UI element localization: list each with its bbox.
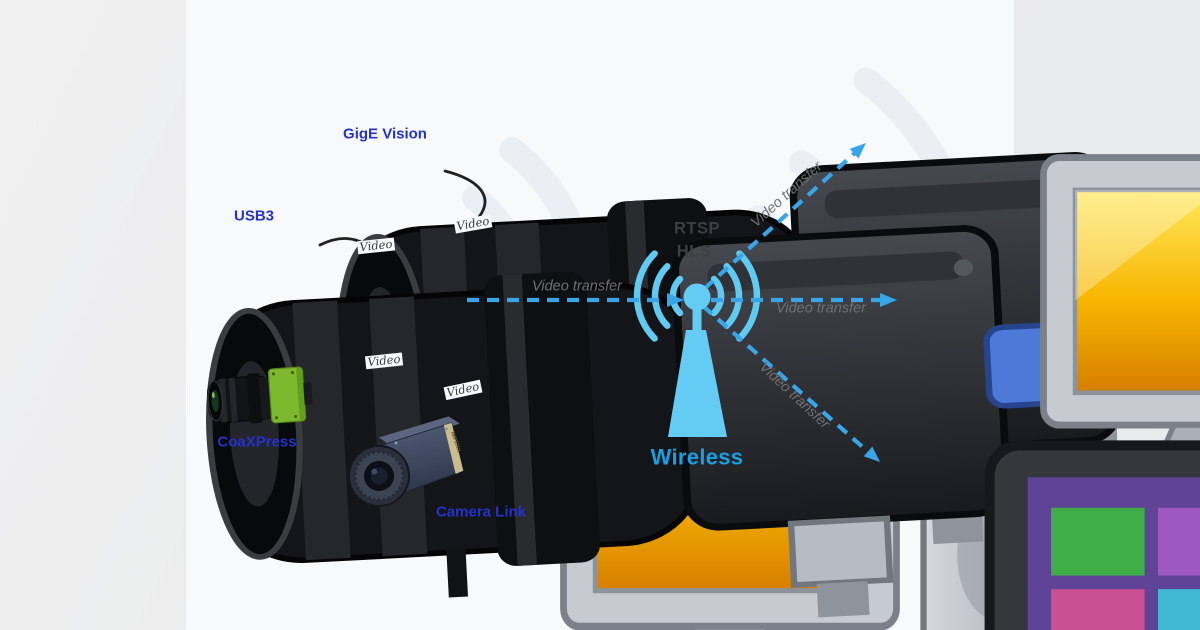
label-uplink-video-transfer: Video transfer — [531, 278, 623, 295]
camera-link-camera-icon: IMPERX — [348, 416, 464, 507]
label-protocol-rtsp: RTSP — [673, 219, 721, 238]
label-usb3: USB3 — [233, 207, 275, 225]
tablet-icon — [989, 444, 1200, 630]
coaxpress-camera-icon — [207, 366, 313, 424]
downlink-arrow-tablet — [701, 304, 868, 452]
phone-arrowhead — [880, 293, 897, 307]
downlink-arrow-desktop — [702, 150, 858, 291]
transfer-arrows — [467, 150, 881, 452]
label-gige-vision: GigE Vision — [343, 125, 427, 143]
label-wireless: Wireless — [650, 444, 744, 470]
wireless-antenna-icon — [668, 283, 727, 437]
label-downlink-phone: Video transfer — [775, 300, 867, 317]
transfer-arrowheads — [667, 143, 897, 462]
tablet-arrowhead — [863, 446, 880, 462]
desktop-arrowhead — [849, 143, 866, 159]
uplink-arrowhead — [667, 293, 684, 307]
label-coaxpress: CoaXPress — [217, 433, 297, 451]
label-protocol-hls: HLS — [676, 242, 712, 261]
label-camera-link: Camera Link — [435, 503, 527, 521]
